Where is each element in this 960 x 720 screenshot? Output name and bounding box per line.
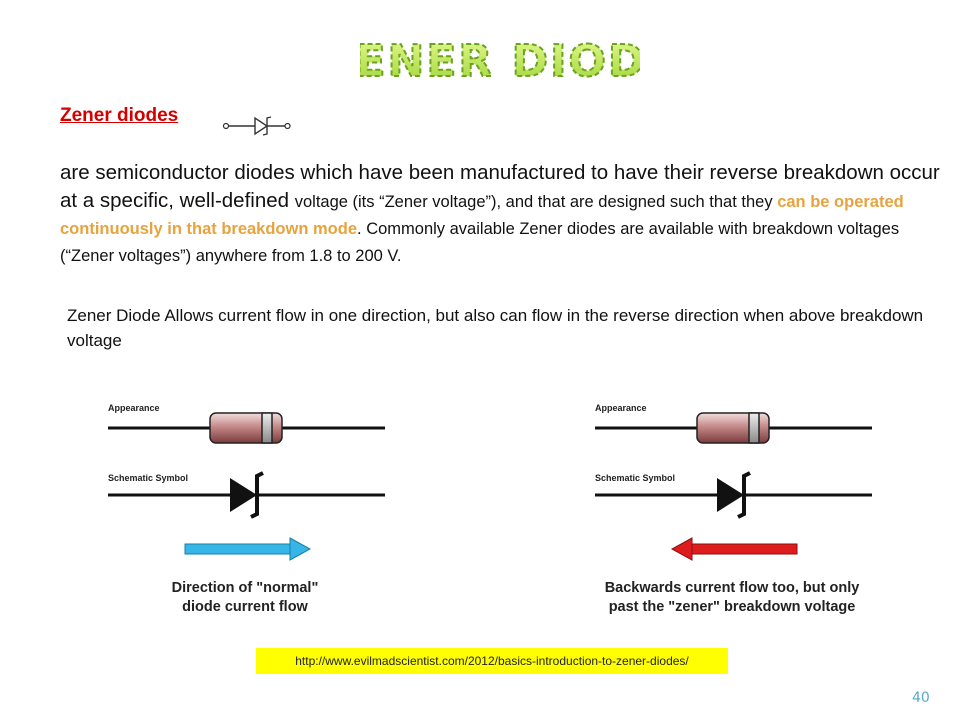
schematic-symbol-label: Schematic Symbol bbox=[595, 473, 676, 483]
intro-text-end: . Commonly available Zener diodes are av… bbox=[60, 220, 900, 265]
diagram-forward-current: Appearance Schematic Symbol Direction of… bbox=[105, 395, 395, 630]
reverse-caption-line1: Backwards current flow too, but only bbox=[604, 580, 860, 596]
slide-title: ZENER DIODE bbox=[360, 30, 640, 90]
intro-highlight: can be operated continuously in that bre… bbox=[60, 193, 904, 238]
intro-paragraph: are semiconductor diodes which have been… bbox=[60, 160, 940, 270]
appearance-label: Appearance bbox=[108, 403, 160, 413]
forward-arrow-icon bbox=[184, 537, 312, 561]
slide-title-art: ZENER DIODE bbox=[360, 35, 640, 88]
forward-caption-line2: diode current flow bbox=[182, 599, 308, 615]
source-link[interactable]: http://www.evilmadscientist.com/2012/bas… bbox=[256, 648, 728, 674]
section-heading: Zener diodes bbox=[60, 105, 179, 126]
slide-title-text: ZENER DIODE bbox=[360, 36, 640, 87]
page-number: 40 bbox=[912, 690, 930, 706]
forward-caption: Direction of "normal" diode current flow bbox=[135, 579, 355, 617]
forward-caption-line1: Direction of "normal" bbox=[171, 580, 319, 596]
reverse-diagram-art bbox=[595, 412, 872, 561]
intro-text-large: are semiconductor diodes which have been… bbox=[60, 161, 940, 212]
note-paragraph: Zener Diode Allows current flow in one d… bbox=[67, 306, 924, 350]
appearance-label: Appearance bbox=[595, 403, 647, 413]
intro-text-small: voltage (its “Zener voltage”), and that … bbox=[294, 193, 778, 211]
schematic-symbol-label: Schematic Symbol bbox=[108, 473, 189, 483]
reverse-arrow-icon bbox=[670, 537, 798, 561]
reverse-caption-line2: past the "zener" breakdown voltage bbox=[608, 599, 856, 615]
diagram-reverse-current: Appearance Schematic Symbol Backwards cu… bbox=[592, 395, 882, 630]
zener-symbol-icon bbox=[222, 114, 292, 138]
reverse-caption: Backwards current flow too, but only pas… bbox=[582, 579, 882, 617]
forward-diagram-art bbox=[108, 412, 385, 561]
